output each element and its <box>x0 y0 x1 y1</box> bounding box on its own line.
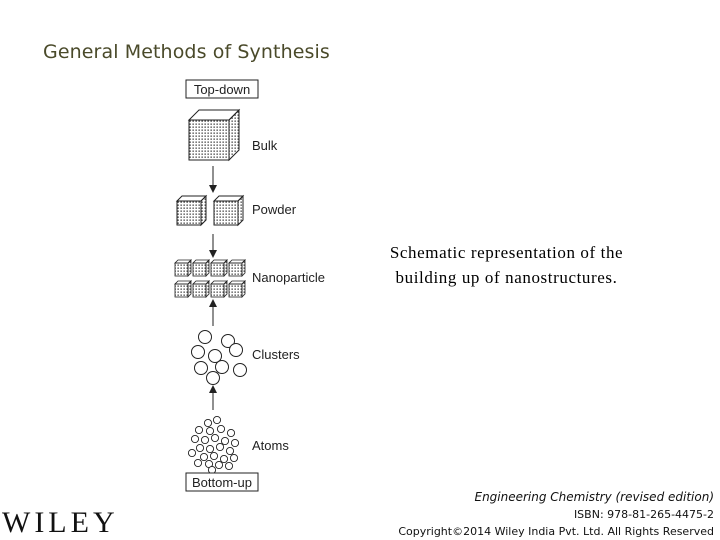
stage-label-clusters: Clusters <box>252 347 300 362</box>
atom-circle <box>203 418 213 428</box>
stage-label-powder: Powder <box>252 202 297 217</box>
atom-circle <box>214 460 224 470</box>
slide-title: General Methods of Synthesis <box>43 41 330 63</box>
atom-circle <box>226 428 236 438</box>
cluster-circle <box>206 371 220 385</box>
atom-circle <box>195 443 205 453</box>
atom-circle <box>199 452 209 462</box>
cluster-circle <box>215 360 229 374</box>
nano-cube <box>228 280 246 298</box>
top-down-label: Top-down <box>194 82 250 97</box>
stage-label-nanoparticle: Nanoparticle <box>252 270 325 285</box>
atom-circle <box>187 448 197 458</box>
atom-circle <box>205 426 215 436</box>
cluster-circle <box>194 361 208 375</box>
bottom-up-box: Bottom-up <box>185 472 259 492</box>
stage-label-atoms: Atoms <box>252 438 289 453</box>
atom-circle <box>210 433 220 443</box>
atom-circle <box>215 442 225 452</box>
nano-cube <box>192 280 210 298</box>
cluster-circle <box>221 334 235 348</box>
powder-cubes <box>175 194 245 227</box>
footer-book-title: Engineering Chemistry (revised edition) <box>474 490 714 504</box>
atom-circle <box>209 451 219 461</box>
atom-circles <box>187 415 240 475</box>
atom-circle <box>224 461 234 471</box>
atom-circle <box>212 415 222 425</box>
atom-circle <box>216 424 226 434</box>
cluster-circle <box>229 343 243 357</box>
nano-cube <box>174 280 192 298</box>
cluster-circles <box>191 330 247 385</box>
footer-credits: Engineering Chemistry (revised edition) … <box>398 489 714 540</box>
atom-circle <box>193 458 203 468</box>
footer-isbn: ISBN: 978-81-265-4475-2 <box>573 508 714 521</box>
nano-cube <box>228 259 246 277</box>
cluster-circle <box>233 363 247 377</box>
nano-cube <box>174 259 192 277</box>
bottom-up-label: Bottom-up <box>192 475 252 490</box>
nano-cube <box>210 280 228 298</box>
top-down-box: Top-down <box>185 79 259 99</box>
atom-circle <box>219 454 229 464</box>
wiley-logo: WILEY <box>2 506 119 539</box>
stage-label-bulk: Bulk <box>252 138 278 153</box>
atom-circle <box>229 453 239 463</box>
atom-circle <box>190 434 200 444</box>
atom-circle <box>194 425 204 435</box>
nano-cube <box>192 259 210 277</box>
atom-circle <box>230 438 240 448</box>
nano-cube <box>210 259 228 277</box>
caption-line-1: Schematic representation of the <box>389 243 624 262</box>
diagram-caption: Schematic representation of the building… <box>364 240 649 290</box>
cluster-circle <box>208 349 222 363</box>
atom-circle <box>225 446 235 456</box>
atom-circle <box>220 436 230 446</box>
footer-copyright: Copyright©2014 Wiley India Pvt. Ltd. All… <box>398 525 714 538</box>
cluster-circle <box>198 330 212 344</box>
nanoparticle-cubes <box>174 259 246 298</box>
atom-circle <box>200 435 210 445</box>
bulk-cube <box>187 108 241 162</box>
caption-line-2: building up of nanostructures. <box>395 268 618 287</box>
cluster-circle <box>191 345 205 359</box>
atom-circle <box>205 444 215 454</box>
